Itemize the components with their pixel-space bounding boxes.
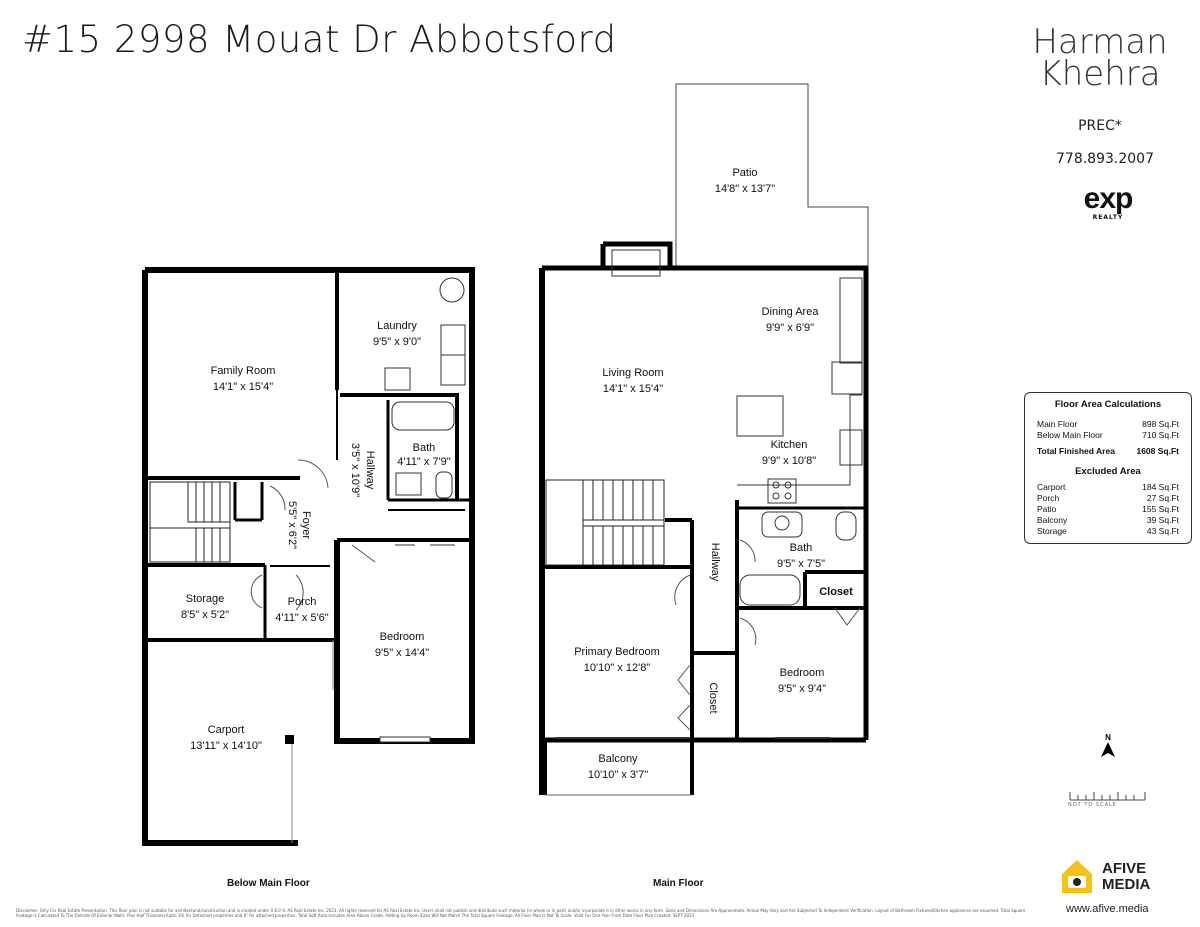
floor-area-title: Floor Area Calculations bbox=[1054, 399, 1162, 410]
floor-area-calculations: Floor Area Calculations Main Floor 898 Sq… bbox=[1024, 392, 1192, 544]
carport-size: 13'11" x 14'10" bbox=[190, 740, 262, 752]
family-room-size: 14'1" x 15'4" bbox=[213, 381, 273, 393]
agent-first-name: Harman bbox=[1032, 22, 1168, 62]
below-main-stairs bbox=[149, 481, 231, 563]
excluded-row: Porch 27 Sq.Ft bbox=[1037, 493, 1179, 504]
foyer-size: 5'5" x 6'2" bbox=[286, 501, 298, 549]
below-main-walls bbox=[142, 267, 475, 846]
kitchen-name: Kitchen bbox=[771, 439, 808, 451]
foyer-name: Foyer bbox=[300, 511, 312, 539]
hallway-size: 3'5" x 10'9" bbox=[349, 443, 361, 497]
storage-size: 8'5" x 5'2" bbox=[181, 609, 229, 621]
afive-media-name: AFIVE MEDIA bbox=[1102, 861, 1150, 893]
area-label: Patio bbox=[1037, 504, 1057, 514]
area-value: 39 Sq.Ft bbox=[1146, 515, 1179, 525]
bath-size: 9'5" x 7'5" bbox=[777, 558, 825, 570]
patio-name: Patio bbox=[732, 167, 757, 179]
total-area-row: Total Finished Area 1608 Sq.Ft bbox=[1037, 446, 1179, 457]
scale-bar-icon bbox=[1069, 792, 1146, 801]
area-value: 27 Sq.Ft bbox=[1146, 493, 1179, 503]
area-label: Below Main Floor bbox=[1037, 430, 1103, 440]
area-value: 155 Sq.Ft bbox=[1142, 504, 1179, 514]
kitchen-size: 9'9" x 10'8" bbox=[762, 455, 816, 467]
area-value: 710 Sq.Ft bbox=[1142, 430, 1179, 440]
afive-line2: MEDIA bbox=[1102, 876, 1151, 893]
bath-name: Bath bbox=[413, 442, 436, 454]
living-room-name: Living Room bbox=[602, 367, 663, 379]
below-main-fixtures bbox=[250, 277, 466, 743]
exp-logo-subtext: REALTY bbox=[1092, 214, 1124, 221]
agent-name: Harman Khehra bbox=[1020, 22, 1180, 94]
main-stairs bbox=[545, 479, 665, 566]
balcony-size: 10'10" x 3'7" bbox=[588, 769, 648, 781]
main-labels: Patio 14'8" x 13'7" Dining Area 9'9" x 6… bbox=[574, 167, 853, 781]
excluded-row: Patio 155 Sq.Ft bbox=[1037, 504, 1179, 515]
main-walls bbox=[539, 241, 869, 796]
carport-post bbox=[285, 735, 294, 744]
scale-note: NOT TO SCALE bbox=[1068, 802, 1117, 808]
excluded-area-title: Excluded Area bbox=[1075, 466, 1141, 477]
closet-name: Closet bbox=[707, 682, 719, 713]
area-value: 898 Sq.Ft bbox=[1142, 419, 1179, 429]
agent-phone: 778.893.2007 bbox=[1056, 151, 1154, 167]
closet-name: Closet bbox=[819, 586, 853, 598]
exp-realty-logo: exp REALTY bbox=[1068, 182, 1148, 222]
area-label: Balcony bbox=[1037, 515, 1068, 525]
porch-name: Porch bbox=[288, 596, 317, 608]
afive-line1: AFIVE bbox=[1102, 860, 1147, 877]
main-floor-label: Main Floor bbox=[653, 878, 704, 889]
below-main-floor-plan: Family Room 14'1" x 15'4" Laundry 9'5" x… bbox=[142, 267, 475, 846]
area-row: Below Main Floor 710 Sq.Ft bbox=[1037, 430, 1179, 441]
agent-last-name: Khehra bbox=[1039, 54, 1161, 94]
excluded-row: Carport 184 Sq.Ft bbox=[1037, 482, 1179, 493]
disclaimer: Disclaimer: Only For Real Estate Present… bbox=[16, 908, 1026, 918]
laundry-size: 9'5" x 9'0" bbox=[373, 336, 421, 348]
bedroom-name: Bedroom bbox=[380, 631, 425, 643]
family-room-name: Family Room bbox=[211, 365, 276, 377]
area-row: Main Floor 898 Sq.Ft bbox=[1037, 419, 1179, 430]
hallway-name: Hallway bbox=[364, 451, 376, 490]
page-title: #15 2998 Mouat Dr Abbotsford bbox=[22, 18, 617, 61]
area-label: Porch bbox=[1037, 493, 1060, 503]
primary-bedroom-size: 10'10" x 12'8" bbox=[584, 662, 651, 674]
area-value: 43 Sq.Ft bbox=[1146, 526, 1179, 536]
bedroom-name: Bedroom bbox=[780, 667, 825, 679]
dining-name: Dining Area bbox=[762, 306, 820, 318]
main-fixtures bbox=[555, 249, 863, 739]
bath-size: 4'11" x 7'9" bbox=[397, 456, 450, 468]
laundry-name: Laundry bbox=[377, 320, 417, 332]
primary-bedroom-name: Primary Bedroom bbox=[574, 646, 660, 658]
north-label: N bbox=[1105, 733, 1111, 742]
living-room-size: 14'1" x 15'4" bbox=[603, 383, 663, 395]
patio-size: 14'8" x 13'7" bbox=[715, 183, 775, 195]
dining-size: 9'9" x 6'9" bbox=[766, 322, 814, 334]
below-main-floor-label: Below Main Floor bbox=[227, 878, 310, 889]
agent-designation: PREC* bbox=[1078, 118, 1122, 134]
area-label: Main Floor bbox=[1037, 419, 1078, 429]
hallway-name: Hallway bbox=[709, 543, 721, 582]
patio-outline bbox=[675, 83, 869, 268]
area-value: 184 Sq.Ft bbox=[1142, 482, 1179, 492]
main-floor-plan: Patio 14'8" x 13'7" Dining Area 9'9" x 6… bbox=[539, 83, 869, 796]
afive-media-url: www.afive.media bbox=[1066, 903, 1149, 915]
bedroom-size: 9'5" x 14'4" bbox=[375, 647, 429, 659]
north-arrow-icon: N bbox=[1101, 733, 1115, 757]
balcony-name: Balcony bbox=[598, 753, 638, 765]
excluded-row: Balcony 39 Sq.Ft bbox=[1037, 515, 1179, 526]
area-value: 1608 Sq.Ft bbox=[1136, 446, 1179, 456]
bedroom-size: 9'5" x 9'4" bbox=[778, 683, 826, 695]
area-label: Storage bbox=[1037, 526, 1067, 536]
below-main-labels: Family Room 14'1" x 15'4" Laundry 9'5" x… bbox=[181, 320, 451, 752]
porch-size: 4'11" x 5'6" bbox=[275, 612, 328, 624]
area-label: Carport bbox=[1037, 482, 1066, 492]
carport-name: Carport bbox=[208, 724, 245, 736]
exp-logo-text: exp bbox=[1083, 182, 1134, 215]
afive-media-logo bbox=[1062, 860, 1092, 893]
excluded-row: Storage 43 Sq.Ft bbox=[1037, 526, 1179, 537]
area-label: Total Finished Area bbox=[1037, 446, 1115, 456]
storage-name: Storage bbox=[186, 593, 225, 605]
bath-name: Bath bbox=[790, 542, 813, 554]
